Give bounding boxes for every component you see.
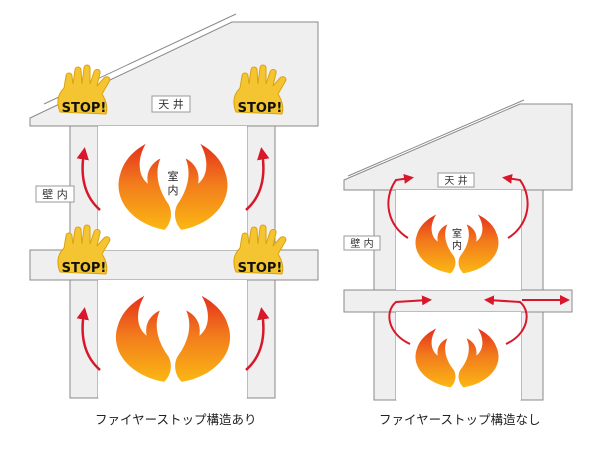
caption-with-firestop: ファイヤーストップ構造あり: [95, 412, 257, 427]
svg-text:STOP!: STOP!: [62, 101, 107, 116]
ceiling-label-box: [437, 172, 475, 188]
fire-arrow: [245, 147, 270, 211]
ceiling-label: 天 井: [158, 97, 184, 111]
svg-text:STOP!: STOP!: [238, 101, 283, 116]
fire-arrow: [387, 173, 414, 239]
wall-label: 壁 内: [350, 237, 373, 250]
roof-edge: [347, 99, 525, 177]
stop-sign: STOP!: [233, 224, 287, 276]
ceiling-label-box: [151, 95, 191, 113]
ceiling-label: 天 井: [444, 174, 467, 187]
house-without-firestop: 室内 天 井 壁 内: [343, 99, 573, 401]
wall-label-box: [35, 185, 75, 203]
roof: [343, 103, 573, 191]
wall-label-box: [343, 235, 381, 251]
stop-sign: STOP!: [57, 224, 111, 276]
fire-arrow: [484, 295, 528, 345]
fire-arrow: [76, 307, 101, 371]
house-with-firestop: 室内 天 井 壁 内 STOP! STOP! STOP! STOP!: [29, 13, 319, 399]
fire-arrow: [245, 307, 270, 371]
fire-arrow: [502, 173, 529, 239]
room-label: 室内: [168, 169, 179, 197]
room-label: 室内: [452, 227, 462, 252]
wall-label: 壁 内: [42, 187, 68, 201]
stop-sign: STOP!: [233, 64, 287, 116]
fire-arrow: [76, 147, 101, 211]
svg-text:STOP!: STOP!: [238, 261, 283, 276]
fire-arrow: [388, 295, 432, 345]
svg-text:STOP!: STOP!: [62, 261, 107, 276]
lower-room: [396, 312, 521, 400]
caption-without-firestop: ファイヤーストップ構造なし: [379, 412, 541, 427]
stop-sign: STOP!: [57, 64, 111, 116]
upper-room: [396, 190, 521, 290]
